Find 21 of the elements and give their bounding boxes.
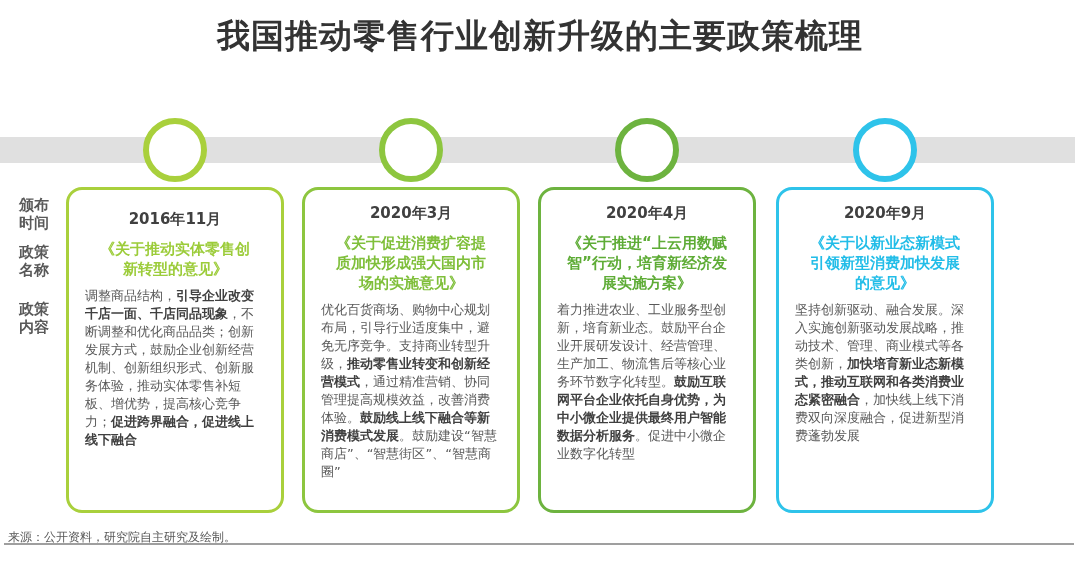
source-note: 来源：公开资料，研究院自主研究及绘制。 (8, 529, 236, 546)
policy-content: 调整商品结构，引导企业改变千店一面、千店同品现象，不断调整和优化商品品类；创新发展方式，鼓励企业创新经营机制、创新组织形式、创新服务体验，推动实体零售补短板、增优势，提高核心竞争力；促进跨界融合，促进线上线下融合 (85, 287, 255, 449)
policy-content: 坚持创新驱动、融合发展。深入实施创新驱动发展战略，推动技术、管理、商业模式等各类创新，加快培育新业态新模式，推动互联网和各类消费业态紧密融合，加快线上线下消费双向深度融合，促进新型消费蓬勃发展 (795, 301, 965, 445)
date-text: 2020年9月 (842, 204, 928, 223)
row-label: 颁布时间 (18, 196, 50, 232)
policy-title: 《关于推进“上云用数赋智”行动，培育新经济发展实施方案》 (567, 233, 727, 293)
title: 我国推动零售行业创新升级的主要政策梳理 (215, 15, 864, 57)
date-text: 2016年11月 (127, 210, 223, 229)
policy-title: 《关于以新业态新模式引领新型消费加快发展的意见》 (809, 233, 961, 293)
policy-content: 优化百货商场、购物中心规划布局，引导行业适度集中，避免无序竞争。支持商业转型升级，推动零售业转变和创新经营模式，通过精准营销、协同管理提高规模效益，改善消费体验。鼓励线上线下融合等新消费模式发展。鼓励建设“智慧商店”、“智慧街区”、“智慧商圈” (321, 301, 498, 481)
date-text: 2020年3月 (368, 204, 454, 223)
policy-title: 《关于推动实体零售创新转型的意见》 (100, 239, 250, 279)
policy-card (538, 187, 756, 513)
date-text: 2020年4月 (604, 204, 690, 223)
row-label: 政策名称 (18, 243, 50, 279)
row-label: 政策内容 (18, 300, 50, 336)
policy-card (302, 187, 520, 513)
policy-content: 着力推进农业、工业服务型创新，培育新业态。鼓励平台企业开展研发设计、经营管理、生产加工、物流售后等核心业务环节数字化转型。鼓励互联网平台企业依托自身优势，为中小微企业提供最终用户智能数据分析服务。促进中小微企业数字化转型 (557, 301, 727, 463)
policy-title: 《关于促进消费扩容提质加快形成强大国内市场的实施意见》 (335, 233, 487, 293)
policy-card (776, 187, 994, 513)
policy-card (66, 187, 284, 513)
